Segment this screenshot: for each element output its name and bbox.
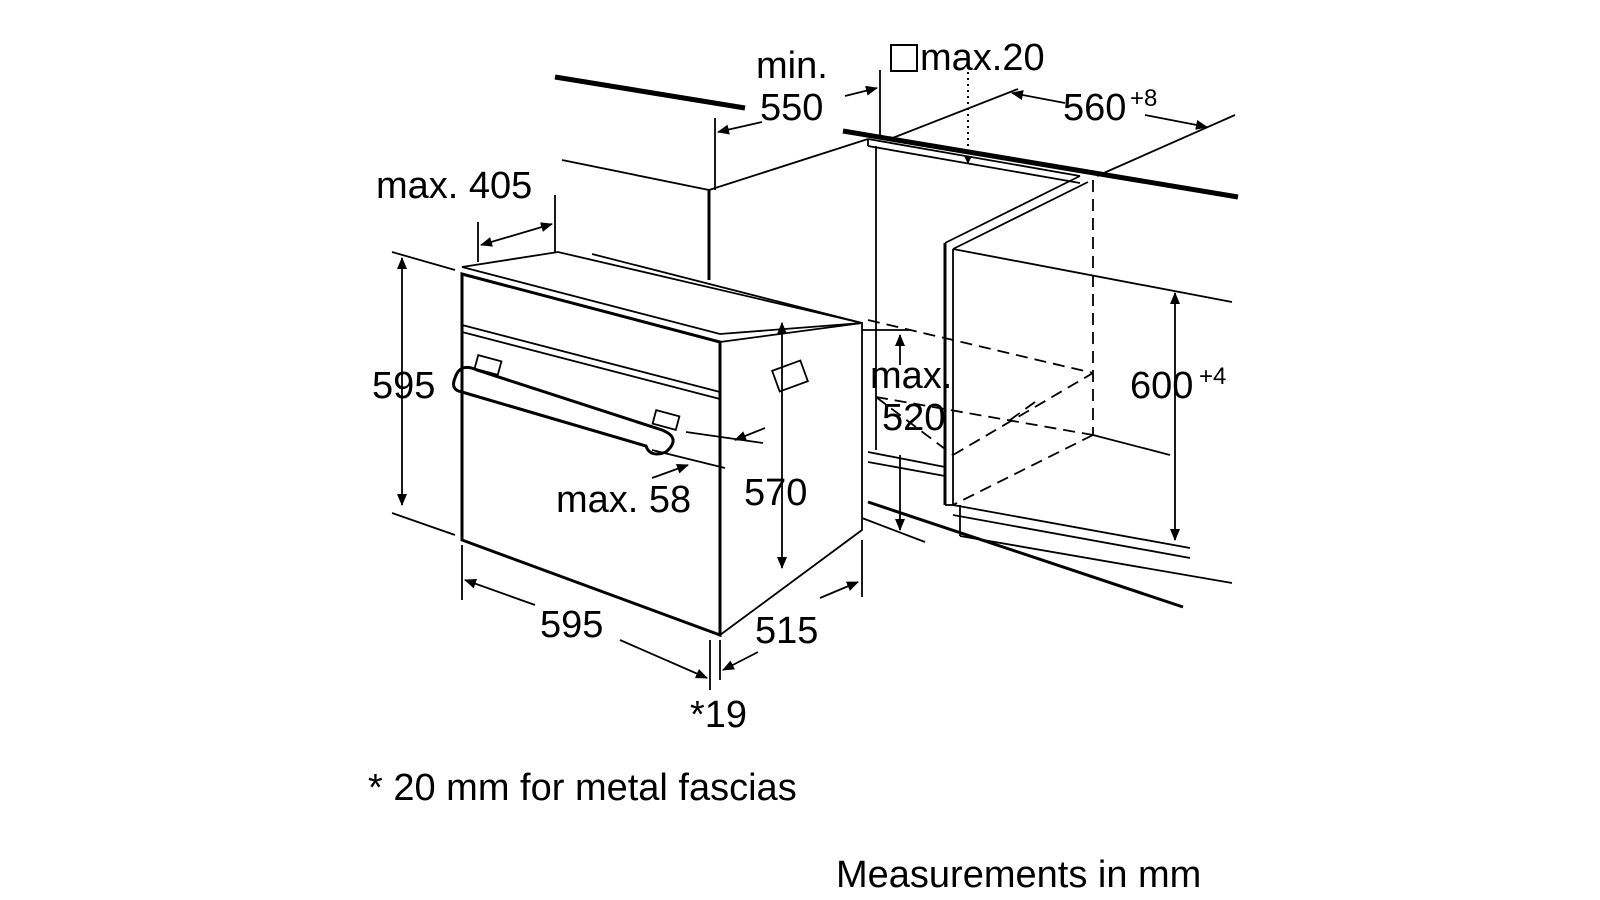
label-max-405: max. 405 <box>376 165 532 207</box>
label-height-595: 595 <box>372 365 435 407</box>
oven-door-handle <box>452 365 675 456</box>
dim-h595-ext-bottom <box>391 512 456 536</box>
label-560: 560 <box>1063 87 1126 129</box>
label-max-58: max. 58 <box>556 479 691 521</box>
dim-515-arrow-right <box>819 581 859 599</box>
dim-405-ref-line <box>561 159 710 191</box>
dim-560-ext-right <box>1096 114 1236 177</box>
hidden-shelf-mark <box>1009 401 1036 421</box>
dim-560-arrow-right <box>1144 114 1208 130</box>
label-515: 515 <box>755 610 818 652</box>
dim-w595-arrow-right <box>619 639 708 679</box>
right-panel-top-inner <box>952 181 1089 250</box>
oven-control-panel-line <box>461 324 721 393</box>
label-560-tolerance: +8 <box>1130 85 1157 112</box>
plinth-line-3 <box>867 451 946 468</box>
dim-58-ext-top <box>685 431 764 444</box>
dim-600-ext <box>1092 434 1171 456</box>
dim-58-arrow-top <box>734 427 766 441</box>
dim-405-arrow <box>480 222 553 247</box>
dim-58-arrow-bottom <box>651 464 689 479</box>
floor-line <box>867 500 1184 609</box>
oven-top-face <box>461 251 863 335</box>
note-measurements-unit: Measurements in mm <box>836 854 1201 896</box>
label-600-tolerance: +4 <box>1199 363 1226 390</box>
cabinet-back-top-inner <box>867 145 1081 184</box>
plinth-line-1 <box>952 504 1191 549</box>
dim-560-ext-left <box>889 88 1019 140</box>
plinth-line-4 <box>867 461 946 477</box>
oven-side-vent <box>770 359 810 393</box>
right-panel-top <box>944 175 1081 244</box>
label-max-520-line1: max. <box>870 355 952 397</box>
dimension-labels: min. 550 max.20 560 +8 max. 405 595 max.… <box>368 37 1226 896</box>
handle-bracket-right <box>651 409 681 431</box>
dim-520-ext-bottom <box>861 517 926 543</box>
label-600: 600 <box>1130 365 1193 407</box>
dim-550-arrow-left <box>717 121 763 135</box>
dim-w595-arrow-left <box>464 578 536 606</box>
hidden-floor-diagonal <box>952 434 1094 506</box>
cabinet-niche <box>554 72 1239 609</box>
label-max-20: max.20 <box>920 37 1045 79</box>
dim-550-arrow-right <box>844 85 878 97</box>
note-metal-fascias: * 20 mm for metal fascias <box>368 767 797 809</box>
plinth-line-2 <box>952 514 1191 559</box>
cabinet-top-edge <box>708 138 869 191</box>
dim-58-ext-bottom <box>651 449 726 469</box>
label-width-595: 595 <box>540 604 603 646</box>
label-min-550-line2: 550 <box>760 87 823 129</box>
worktop-left-edge <box>554 74 746 111</box>
dim-515-arrow-left <box>722 651 759 671</box>
label-max-520-line2: 520 <box>882 397 945 439</box>
square-symbol-icon <box>890 44 918 72</box>
oven-side-face <box>719 321 863 637</box>
label-min-550-line1: min. <box>756 45 828 87</box>
oven-top-back <box>591 253 863 324</box>
ventilation-arrow-head <box>964 156 972 164</box>
oven <box>452 251 863 638</box>
oven-door-top <box>461 331 721 400</box>
dimension-lines <box>391 70 1236 690</box>
hidden-shelf-back <box>867 319 1094 374</box>
label-570: 570 <box>744 472 807 514</box>
oven-front-face <box>460 272 722 638</box>
dim-h595-ext-top <box>391 251 456 271</box>
handle-bracket-left <box>473 354 503 376</box>
label-star-19: *19 <box>690 694 747 736</box>
hidden-shelf-right <box>952 372 1094 456</box>
hidden-shelf-left <box>875 396 954 456</box>
worktop-right-edge <box>842 128 1239 200</box>
cabinet-back-top <box>867 138 1081 177</box>
plinth-front <box>959 535 1233 584</box>
dim-560-arrow-left <box>1011 90 1066 104</box>
